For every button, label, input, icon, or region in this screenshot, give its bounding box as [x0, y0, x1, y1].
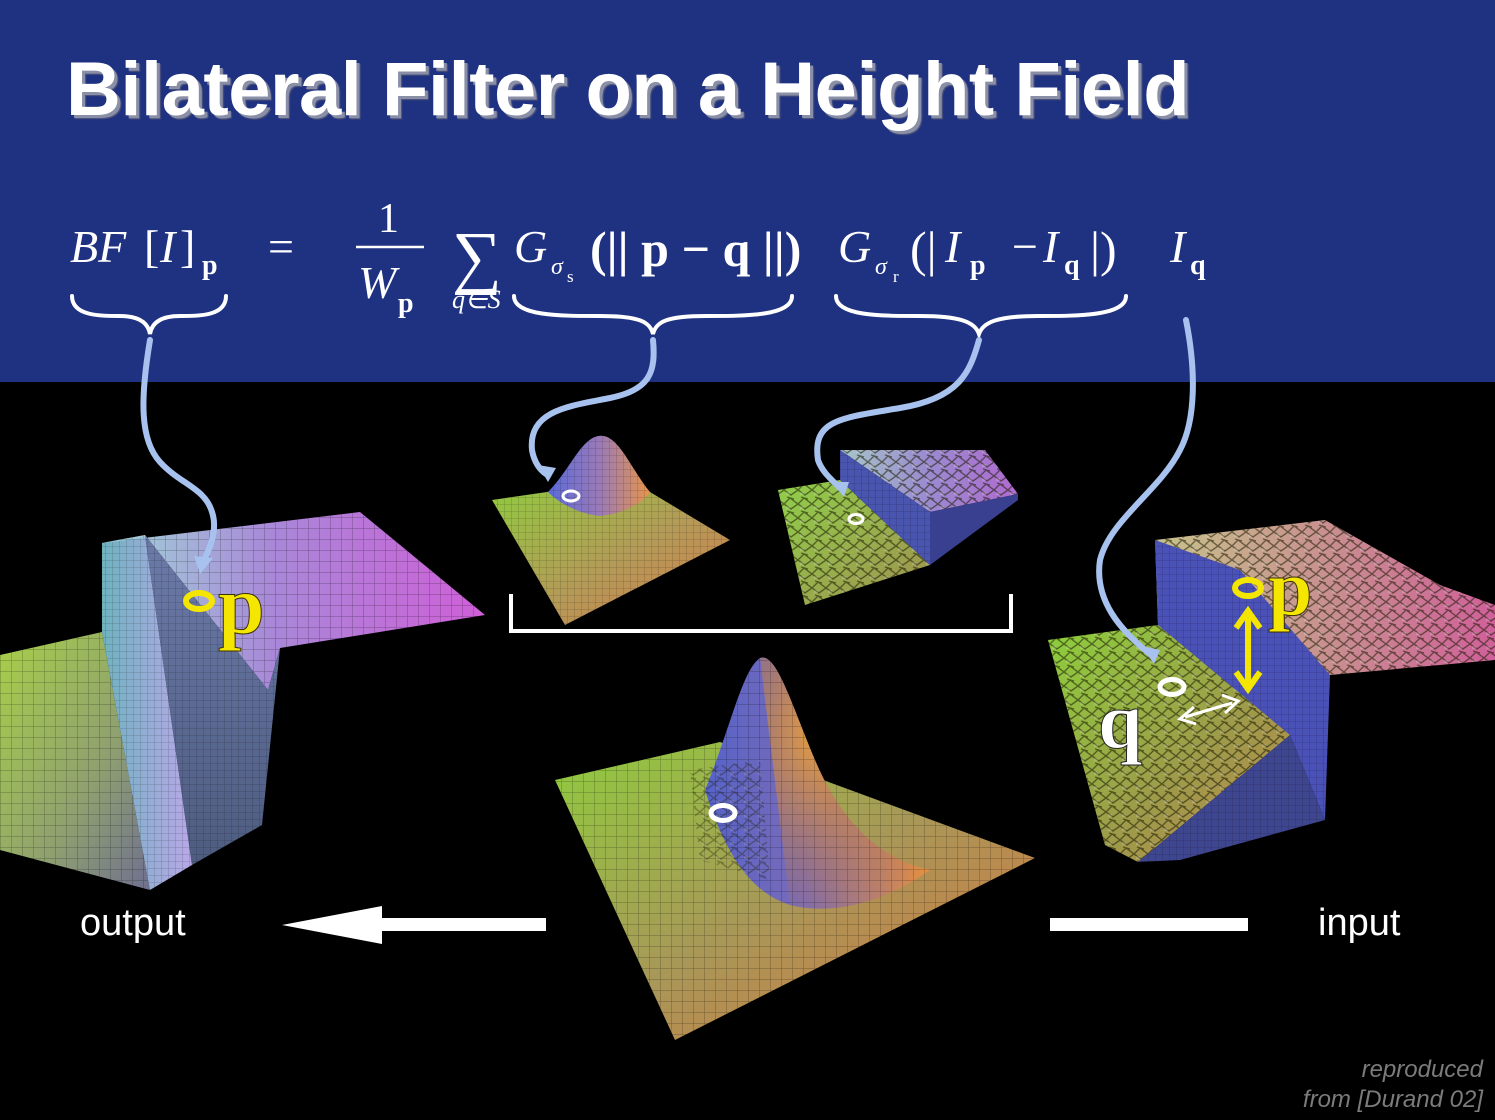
arrowhead-range: [832, 482, 849, 497]
eq-sub-q-2: q: [1190, 250, 1206, 281]
output-label: output: [80, 902, 186, 944]
eq-sigma-r-sub: r: [893, 267, 899, 286]
eq-iq-final: I: [1169, 221, 1188, 272]
eq-iq: I: [1042, 221, 1061, 272]
brace-spatial-kernel: [512, 294, 794, 335]
eq-bracket-close: ]: [180, 221, 195, 272]
eq-range-close: |): [1090, 221, 1117, 277]
combined-kernel-surface: [555, 657, 1035, 1040]
eq-numerator: 1: [378, 196, 399, 242]
eq-bf: BF: [70, 221, 127, 272]
arrowhead-spatial: [538, 465, 556, 482]
brace-range-kernel: [834, 294, 1128, 341]
eq-sub-p-2: p: [398, 288, 414, 319]
input-p-label: p: [1268, 545, 1313, 633]
input-surface: [1048, 520, 1495, 862]
eq-bracket-open: [: [144, 221, 159, 272]
product-bracket: [509, 594, 1013, 633]
eq-sub-p-1: p: [202, 250, 218, 281]
bilateral-filter-equation: BF [ I ] p = 1 W p ∑ q∈S G σ s (|| p − q…: [70, 196, 1206, 319]
eq-sigma-2: σ: [875, 254, 888, 280]
arrowhead-output: [194, 556, 213, 574]
title-band: [0, 0, 1495, 382]
credit-note: reproduced from [Durand 02]: [1303, 1055, 1483, 1115]
arrow-to-range-kernel: [814, 337, 982, 491]
slide-title: Bilateral Filter on a Height Field: [66, 47, 1190, 132]
credit-line-2: from [Durand 02]: [1302, 1086, 1483, 1113]
eq-sum-under: q∈S: [452, 285, 501, 314]
input-label: input: [1318, 902, 1401, 944]
flow-arrowhead: [282, 906, 382, 944]
brace-output: [70, 294, 228, 335]
eq-image-i: I: [159, 221, 178, 272]
spatial-distance-arrow: [1184, 701, 1233, 719]
arrow-to-spatial-kernel: [528, 337, 657, 477]
eq-sub-q-1: q: [1064, 250, 1080, 281]
eq-ip: I: [944, 221, 963, 272]
range-step-surface: [778, 450, 1018, 605]
flow-arrow-shaft: [378, 918, 546, 931]
eq-w: W: [358, 257, 400, 308]
eq-equals: =: [268, 221, 294, 272]
eq-g-spatial: G: [514, 221, 547, 272]
annotation-arrows: [140, 317, 1196, 657]
eq-sigma-1: σ: [551, 254, 564, 280]
eq-sum-symbol: ∑: [452, 219, 502, 296]
output-p-label: p: [218, 559, 265, 652]
combined-p-marker: [708, 803, 738, 823]
eq-sigma-s-sub: s: [567, 267, 574, 286]
arrow-to-output-p: [140, 337, 218, 565]
input-q-label: q: [1098, 678, 1143, 766]
output-p-marker: [183, 590, 215, 612]
eq-range-open: (|: [910, 221, 937, 277]
spatial-gaussian-surface: [492, 435, 730, 625]
arrow-to-input-q: [1096, 317, 1196, 657]
eq-sub-p-3: p: [970, 250, 986, 281]
range-p-marker: [847, 513, 865, 525]
flow-arrow: [282, 906, 1248, 944]
credit-line-1: reproduced: [1361, 1056, 1483, 1083]
eq-spatial-arg: (|| p − q ||): [590, 221, 801, 277]
input-p-marker: [1232, 577, 1264, 599]
eq-minus: −: [1012, 221, 1038, 272]
eq-g-range: G: [838, 221, 871, 272]
flow-line-input: [1050, 918, 1248, 931]
input-q-marker: [1157, 677, 1187, 697]
spatial-p-marker: [561, 489, 581, 503]
arrowhead-input: [1142, 646, 1160, 664]
